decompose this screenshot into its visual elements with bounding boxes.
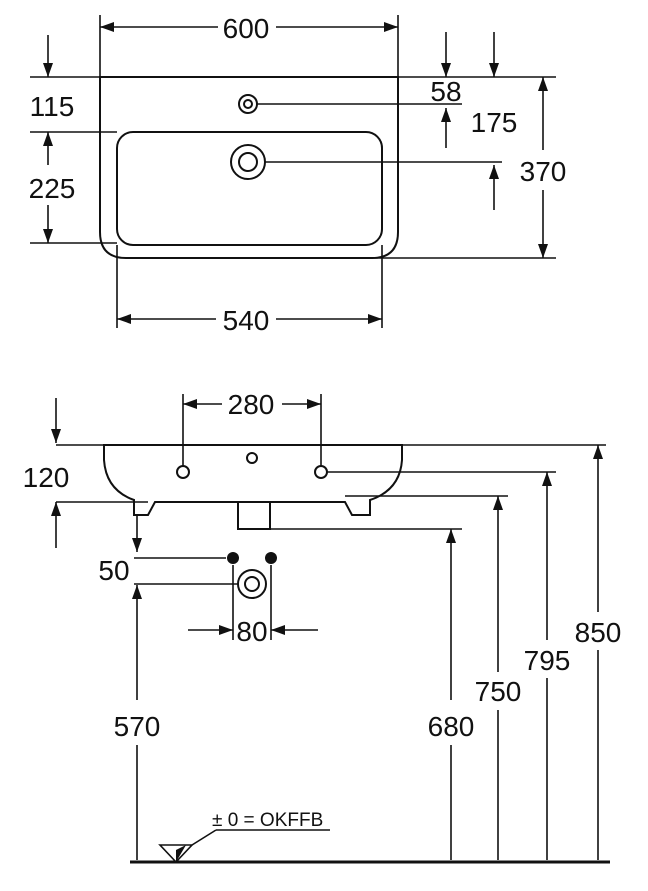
dim-120-label: 120: [23, 462, 70, 493]
floor-level-symbol: [158, 844, 194, 864]
supply-right: [265, 552, 277, 564]
dim-80-label: 80: [236, 616, 267, 647]
dim-540-label: 540: [223, 305, 270, 336]
arrow-225-b: [43, 229, 53, 243]
arrow-80-l: [219, 625, 233, 635]
arrow-280-l: [183, 399, 197, 409]
dim-850-label: 850: [575, 617, 622, 648]
arrow-540-l: [117, 314, 131, 324]
arrow-795-t: [542, 472, 552, 486]
waste-outlet: [237, 501, 271, 530]
arrow-540-r: [368, 314, 382, 324]
arrow-115: [43, 63, 53, 77]
basin-front-outline: [103, 444, 403, 516]
front-view: 280 120 50 80 570: [23, 389, 622, 864]
dim-50-label: 50: [98, 555, 129, 586]
arrow-120-a: [51, 429, 61, 443]
arrow-50: [132, 538, 142, 552]
arrow-175-a: [441, 108, 451, 122]
arrow-850-t: [593, 445, 603, 459]
floor-level-symbol-fill: [176, 845, 186, 862]
arrow-680-t: [446, 529, 456, 543]
tap-hole-inner: [243, 99, 253, 109]
arrow-top-right: [489, 63, 499, 77]
arrow-80-r: [271, 625, 285, 635]
arrow-370-t: [538, 77, 548, 91]
dim-570-label: 570: [114, 711, 161, 742]
drain-outer: [230, 144, 266, 180]
fixing-hole-left: [176, 465, 190, 479]
arrow-225-t: [43, 132, 53, 146]
drain-inner: [238, 152, 258, 172]
dim-795-label: 795: [524, 645, 571, 676]
arrow-175-b: [489, 165, 499, 179]
floor-ref-leader: [191, 829, 217, 846]
arrow-750-t: [493, 496, 503, 510]
dim-225-label: 225: [29, 173, 76, 204]
dim-280-label: 280: [228, 389, 275, 420]
floor-ref-label: ± 0 = OKFFB: [212, 810, 323, 831]
dim-680-label: 680: [428, 711, 475, 742]
arrow-600-r: [384, 22, 398, 32]
drain-pipe-outer: [237, 569, 267, 599]
arrow-280-r: [307, 399, 321, 409]
dim-115-label: 115: [30, 91, 75, 122]
tap-hole: [238, 94, 258, 114]
arrow-58-top: [441, 63, 451, 77]
arrow-570-t: [132, 585, 142, 599]
dim-600-label: 600: [223, 13, 270, 44]
bowl-outline: [116, 131, 383, 246]
dim-58-label: 58: [430, 76, 461, 107]
arrow-120-b: [51, 502, 61, 516]
arrow-370-b: [538, 244, 548, 258]
dim-175-label: 175: [471, 107, 518, 138]
supply-left: [227, 552, 239, 564]
overflow-hole: [246, 452, 258, 464]
top-view: 600 540 115 225 58 175: [29, 13, 567, 336]
drain-pipe-inner: [244, 576, 260, 592]
fixing-hole-right: [314, 465, 328, 479]
arrow-600-l: [100, 22, 114, 32]
dim-750-label: 750: [475, 676, 522, 707]
dim-370-label: 370: [520, 156, 567, 187]
